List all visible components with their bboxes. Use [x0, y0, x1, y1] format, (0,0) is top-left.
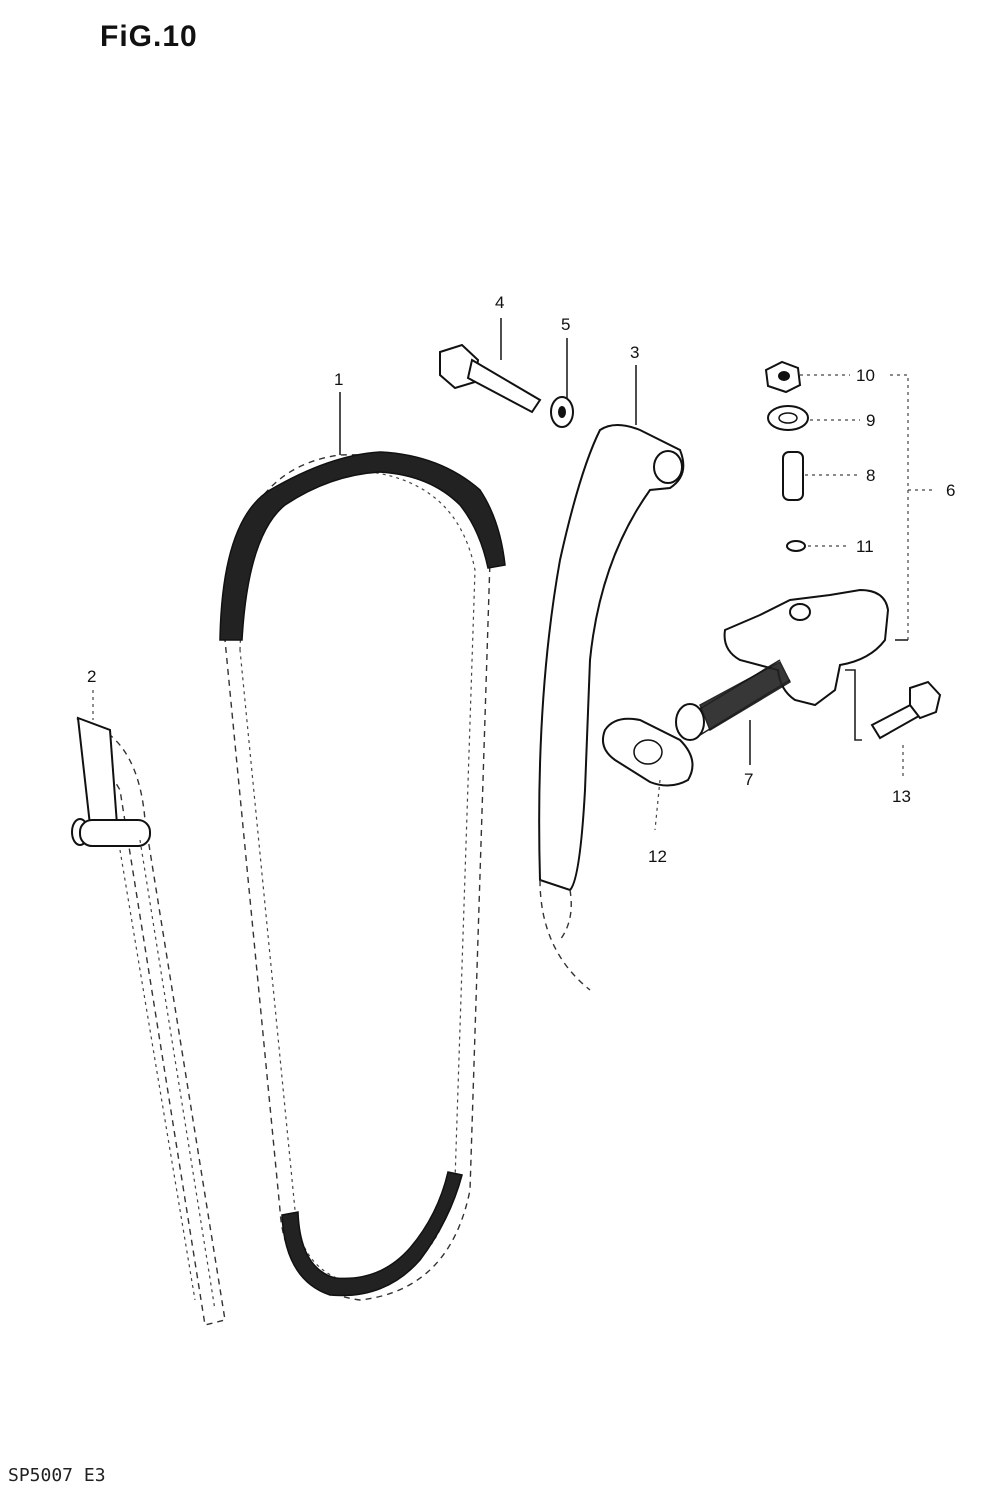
part-labels: 1 2 3 4 5 6 7 8 9 10 11 12 13 [87, 293, 955, 866]
figure-title: FiG.10 [100, 20, 198, 53]
part-label-2: 2 [87, 667, 96, 686]
bolt-4 [439, 343, 542, 414]
part-label-3: 3 [630, 343, 639, 362]
part-label-5: 5 [561, 315, 570, 334]
tensioner-assembly [675, 588, 890, 741]
o-ring-11 [786, 540, 806, 552]
nut-10 [764, 360, 802, 394]
chain-guide-left [71, 716, 226, 1326]
chain-tensioner-guide [538, 424, 685, 991]
part-label-11: 11 [856, 537, 874, 556]
leader-lines [92, 318, 935, 831]
part-label-1: 1 [334, 370, 343, 389]
diagram-code: SP5007 E3 [8, 1465, 106, 1486]
part-label-9: 9 [866, 411, 875, 430]
part-label-6: 6 [946, 481, 955, 500]
washer-5 [550, 396, 574, 428]
part-label-12: 12 [648, 847, 667, 866]
part-label-10: 10 [856, 366, 875, 385]
gasket-12 [602, 717, 694, 787]
part-label-8: 8 [866, 466, 875, 485]
part-label-13: 13 [892, 787, 911, 806]
part-label-4: 4 [495, 293, 504, 312]
part-label-7: 7 [744, 770, 753, 789]
cam-chain [219, 451, 506, 1301]
bolt-13 [870, 680, 942, 740]
pin-8 [782, 451, 804, 501]
washer-9 [767, 405, 809, 431]
